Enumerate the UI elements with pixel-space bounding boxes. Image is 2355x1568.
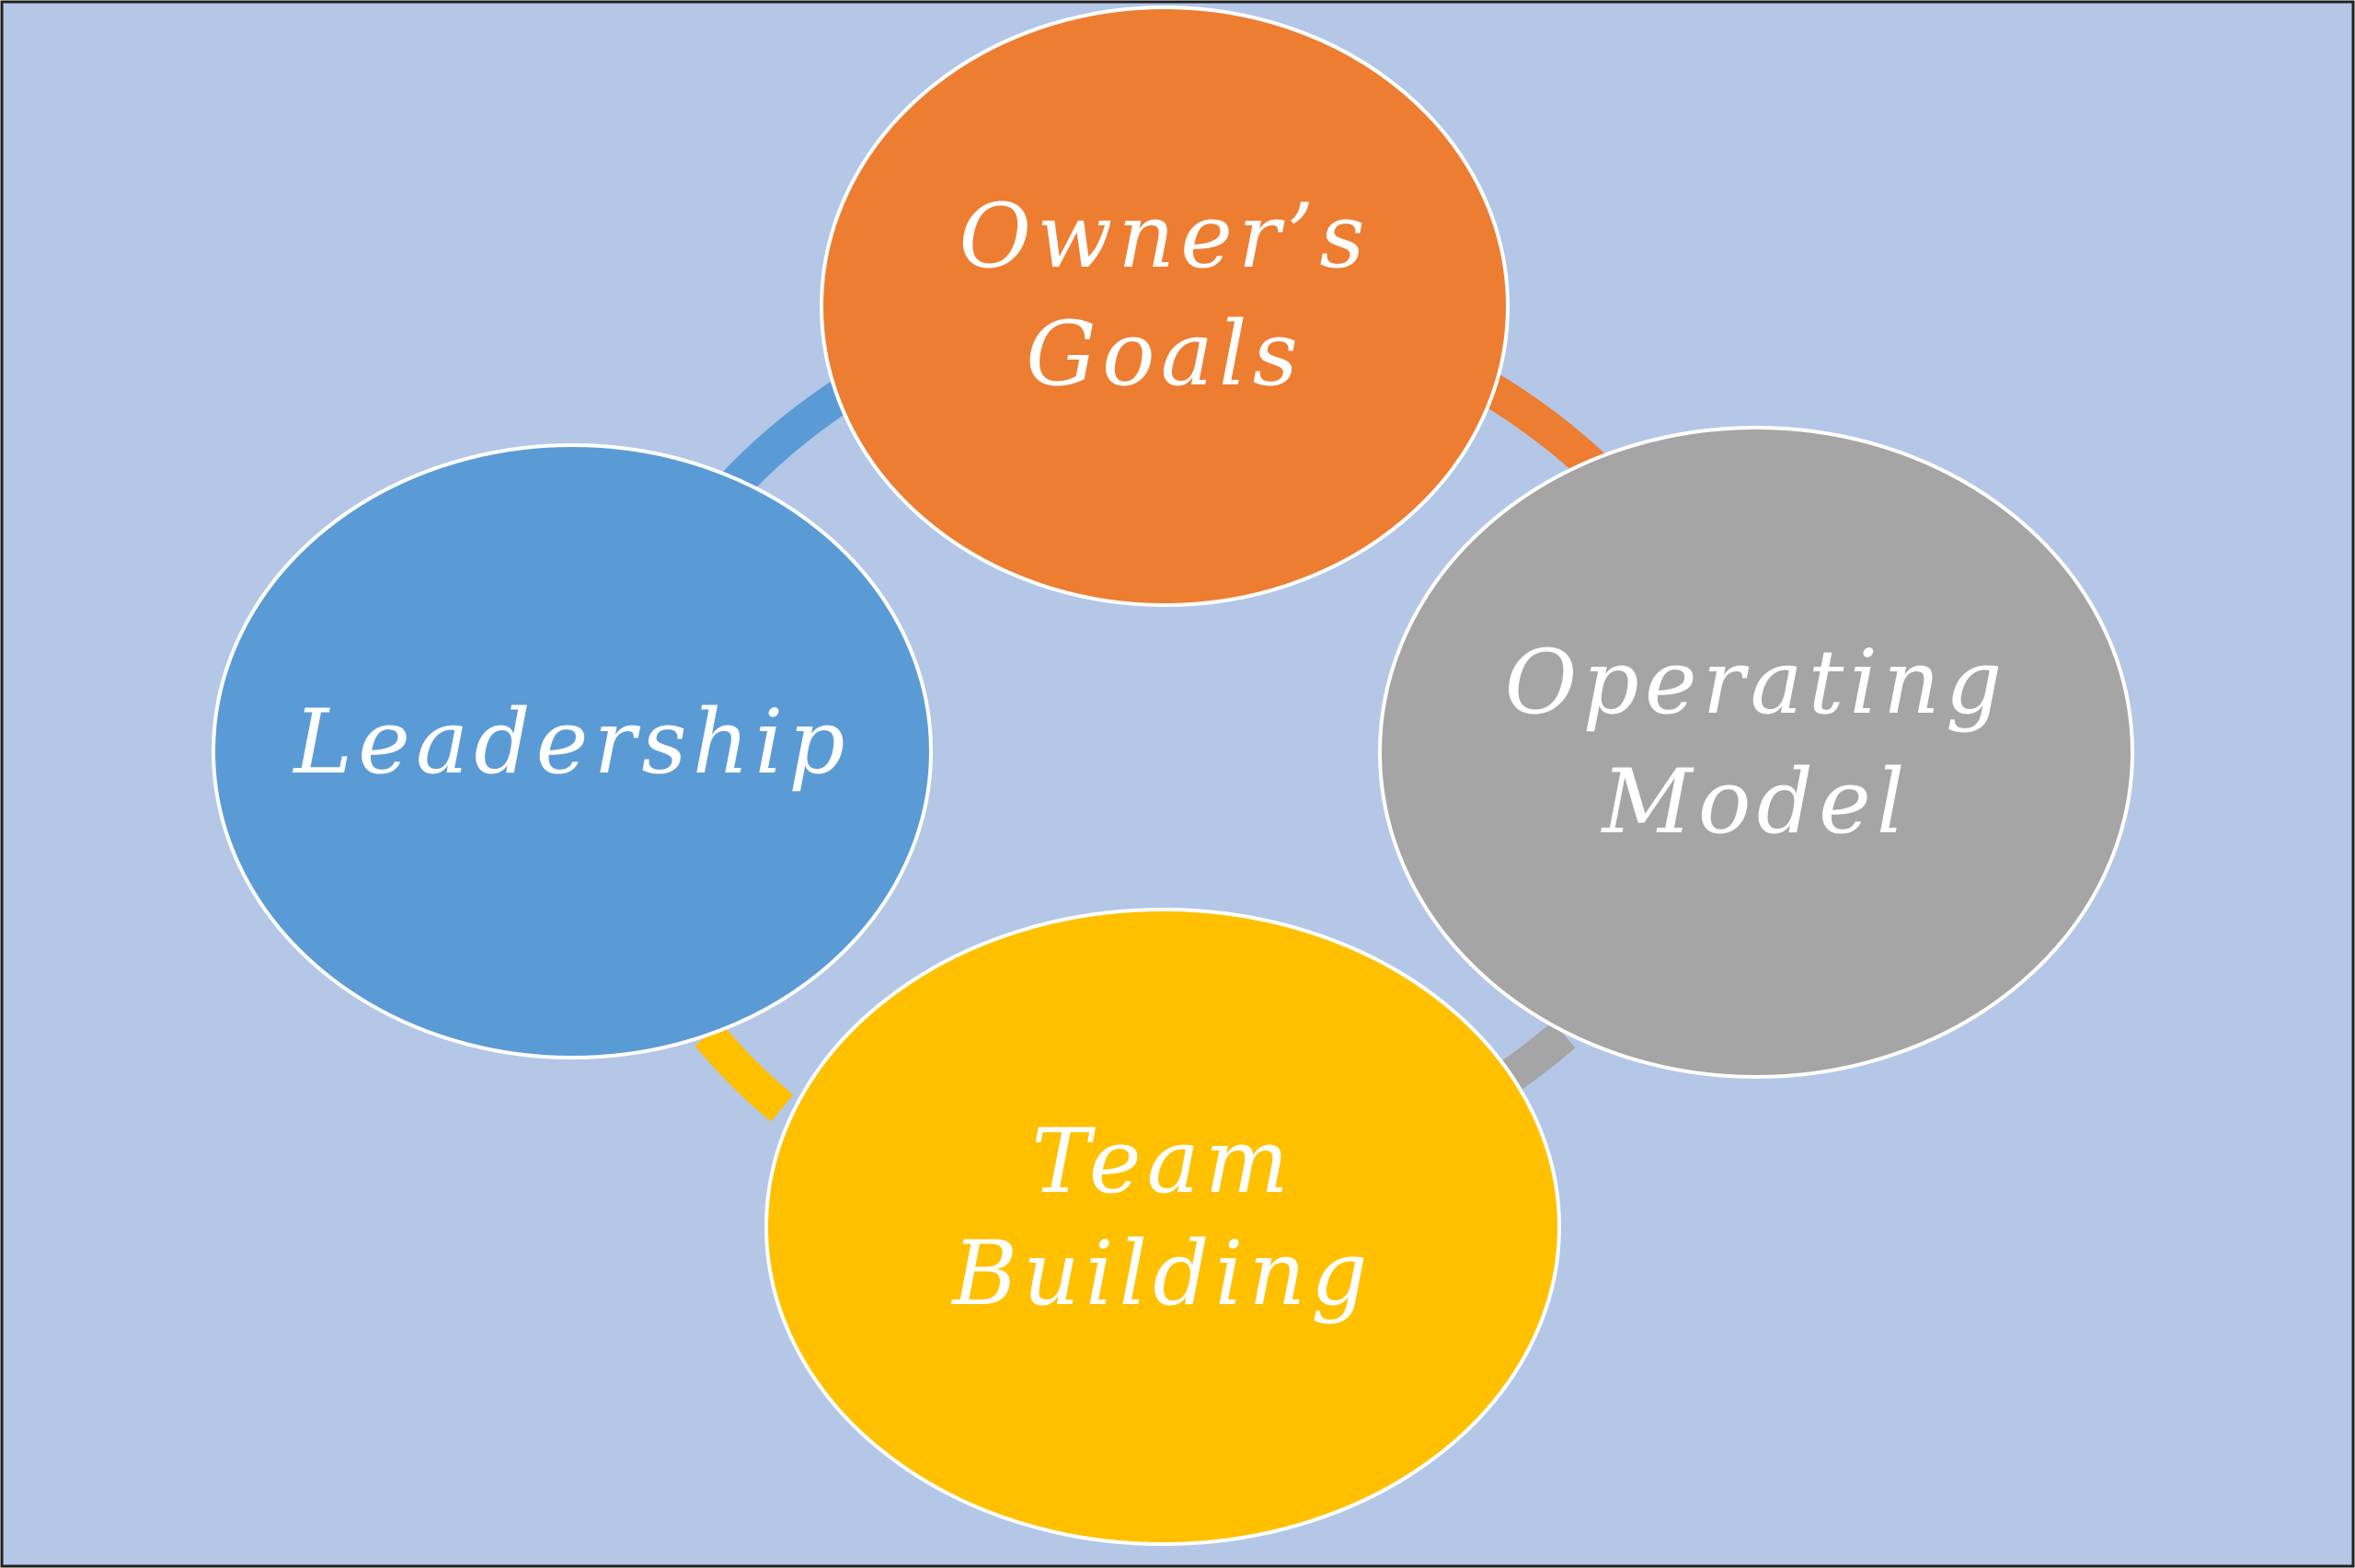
node-leadership-shape bbox=[212, 443, 933, 1059]
node-leadership-label: Leadership bbox=[292, 691, 850, 794]
node-owners-goals-label-line-1: Owner’s bbox=[959, 185, 1370, 288]
node-leadership: Leadership bbox=[212, 443, 933, 1059]
cycle-arc-team-building-to-leadership bbox=[695, 1023, 794, 1122]
node-team-building: Team Building bbox=[764, 908, 1561, 1546]
node-owners-goals-label-line-2: Goals bbox=[1026, 303, 1304, 406]
node-team-building-label-line-1: Team bbox=[1031, 1110, 1294, 1213]
node-operating-model: Operating Model bbox=[1378, 426, 2134, 1079]
node-owners-goals-shape bbox=[820, 6, 1510, 607]
node-team-building-shape bbox=[764, 908, 1561, 1546]
node-operating-model-label-line-2: Model bbox=[1600, 750, 1910, 853]
node-owners-goals: Owner’s Goals bbox=[820, 6, 1510, 607]
node-operating-model-label-line-1: Operating bbox=[1505, 631, 2008, 734]
node-operating-model-shape bbox=[1378, 426, 2134, 1079]
node-team-building-label-line-2: Building bbox=[950, 1222, 1373, 1325]
